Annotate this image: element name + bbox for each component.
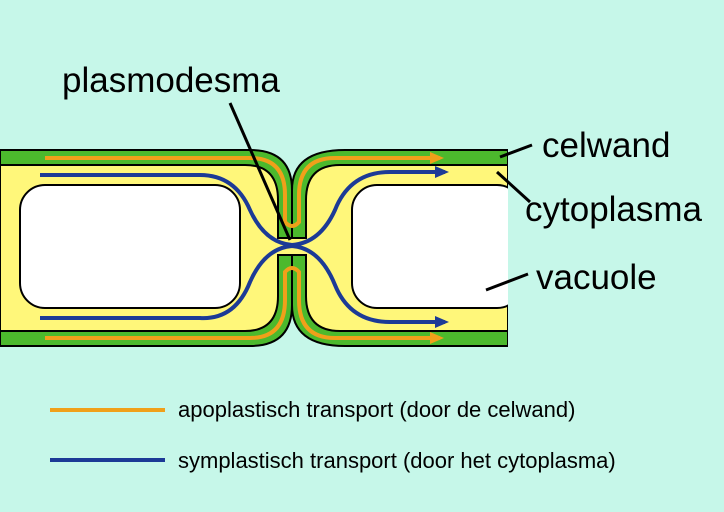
symplastic-path-bottom	[40, 243, 445, 324]
apoplastic-path-top	[45, 156, 440, 228]
label-plasmodesma: plasmodesma	[62, 61, 280, 100]
legend-apoplastic-label: apoplastisch transport (door de celwand)	[178, 397, 576, 422]
label-vacuole: vacuole	[536, 258, 657, 297]
legend-symplastic-label: symplastisch transport (door het cytopla…	[178, 448, 616, 473]
apoplastic-path-bottom	[45, 266, 440, 340]
left-vacuole	[19, 184, 241, 309]
right-vacuole	[351, 184, 523, 309]
label-celwand: celwand	[542, 126, 671, 165]
label-cytoplasma: cytoplasma	[525, 190, 703, 229]
